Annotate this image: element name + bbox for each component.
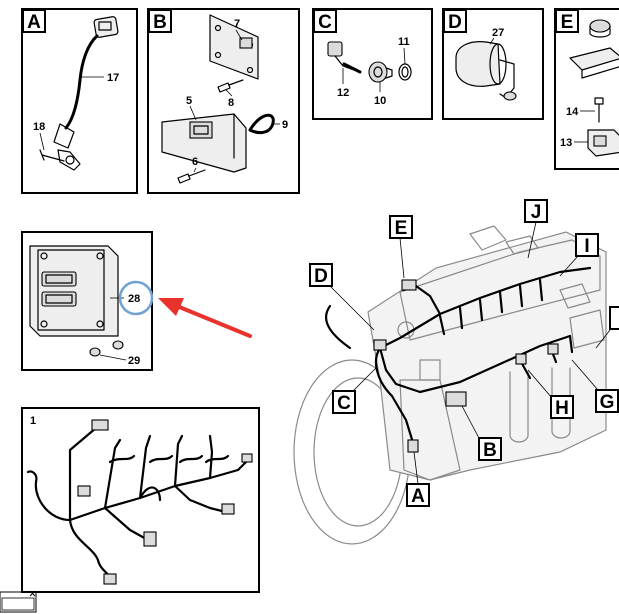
highlight-arrow bbox=[158, 298, 252, 338]
harness-1 bbox=[26, 419, 253, 585]
sensor-cable-17 bbox=[39, 16, 119, 171]
part-8-label: 8 bbox=[228, 97, 234, 109]
panel-e-letter: E bbox=[561, 12, 574, 33]
svg-text:H: H bbox=[555, 398, 569, 419]
svg-text:G: G bbox=[600, 392, 615, 413]
callout-d: D bbox=[309, 263, 375, 331]
solenoid-27 bbox=[455, 41, 517, 101]
part-18-label: 18 bbox=[33, 121, 45, 133]
screw-14 bbox=[594, 97, 604, 123]
part-13-label: 13 bbox=[560, 137, 572, 149]
part-14-label: 14 bbox=[566, 106, 579, 118]
panel-e: E 14 13 bbox=[554, 8, 619, 170]
cable-tie-9 bbox=[248, 113, 275, 135]
ecu-28 bbox=[29, 245, 119, 337]
ecu-panel: 29 28 bbox=[21, 231, 154, 371]
svg-text:C: C bbox=[337, 393, 351, 414]
fitting-10 bbox=[368, 61, 393, 83]
panel-d: D 27 bbox=[442, 8, 544, 120]
svg-text:E: E bbox=[395, 218, 408, 239]
part-28-label: 28 bbox=[128, 293, 140, 305]
svg-text:D: D bbox=[314, 266, 328, 287]
screw-6 bbox=[177, 169, 206, 184]
callout-partial bbox=[595, 306, 619, 349]
bracket bbox=[569, 47, 619, 79]
callout-c: C bbox=[332, 367, 377, 414]
harness-panel: 1 bbox=[21, 407, 260, 593]
screw-8 bbox=[217, 79, 244, 93]
panel-d-letter: D bbox=[448, 12, 462, 33]
part-11-label: 11 bbox=[398, 36, 410, 48]
highlight-circle bbox=[118, 280, 154, 316]
callout-b: B bbox=[461, 405, 502, 461]
callout-a: A bbox=[406, 451, 430, 507]
callout-g: G bbox=[571, 359, 619, 413]
callout-i: I bbox=[559, 233, 599, 277]
callout-e: E bbox=[389, 215, 413, 279]
svg-text:B: B bbox=[483, 440, 497, 461]
part-6-label: 6 bbox=[192, 156, 198, 168]
panel-b: B 7 8 5 9 bbox=[147, 8, 300, 194]
svg-text:A: A bbox=[411, 486, 425, 507]
grommets-29 bbox=[89, 340, 124, 357]
bracket-7 bbox=[209, 14, 259, 80]
part-5-label: 5 bbox=[186, 95, 192, 107]
part-27-label: 27 bbox=[492, 27, 504, 39]
part-12-label: 12 bbox=[337, 87, 349, 99]
stray-frame bbox=[0, 590, 37, 613]
part-9-label: 9 bbox=[282, 119, 288, 131]
part-7-label: 7 bbox=[234, 18, 240, 30]
callout-h: H bbox=[527, 369, 574, 419]
harness-number: 1 bbox=[30, 415, 36, 427]
part-10-label: 10 bbox=[374, 95, 386, 107]
panel-c: C 12 10 11 bbox=[312, 8, 433, 120]
part-29-label: 29 bbox=[128, 355, 140, 367]
svg-text:I: I bbox=[584, 236, 589, 257]
panel-a-letter: A bbox=[27, 12, 41, 33]
engine-harness bbox=[325, 266, 592, 453]
panel-a: A 17 18 bbox=[21, 8, 138, 194]
sensor-13 bbox=[587, 129, 619, 157]
svg-text:J: J bbox=[531, 202, 542, 223]
panel-c-letter: C bbox=[318, 12, 332, 33]
callout-j: J bbox=[524, 199, 548, 259]
bracket-5 bbox=[161, 113, 247, 173]
panel-b-letter: B bbox=[153, 12, 167, 33]
sensor-12 bbox=[327, 41, 362, 74]
oring-11 bbox=[398, 63, 412, 81]
cap bbox=[589, 19, 611, 38]
part-17-label: 17 bbox=[107, 72, 119, 84]
